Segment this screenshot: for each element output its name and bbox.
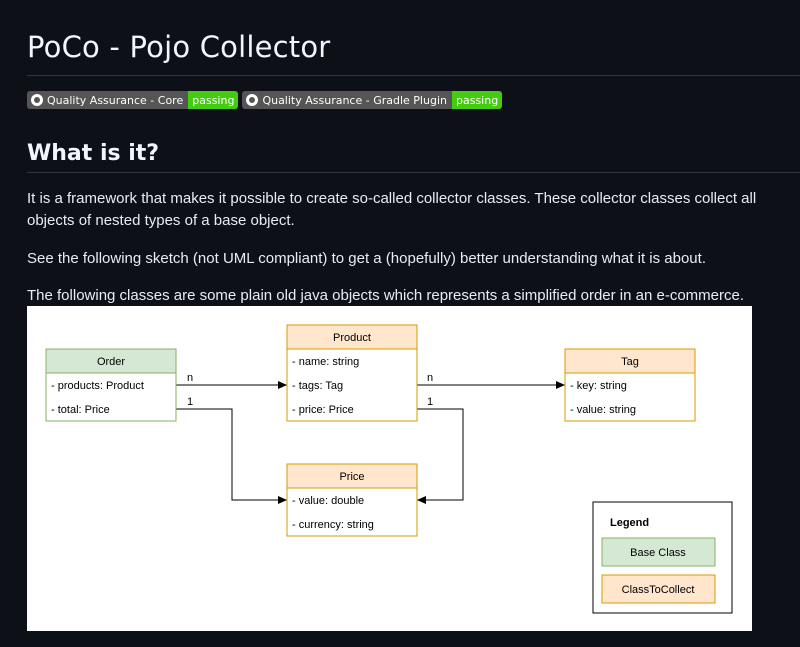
class-field: - name: string bbox=[292, 356, 359, 368]
badge-label: Quality Assurance - Gradle Plugin bbox=[262, 93, 447, 107]
legend-swatch-collect bbox=[601, 574, 716, 604]
multiplicity-product-price: 1 bbox=[427, 396, 433, 408]
class-order: Order - products: Product - total: Price bbox=[45, 348, 177, 422]
class-price: Price - value: double - currency: string bbox=[286, 463, 418, 537]
class-name: Price bbox=[339, 471, 364, 483]
page-title: PoCo - Pojo Collector bbox=[27, 30, 331, 64]
badge-label: Quality Assurance - Core bbox=[47, 93, 184, 107]
class-tag: Tag - key: string - value: string bbox=[564, 348, 696, 422]
badge-core[interactable]: Quality Assurance - Core passing bbox=[27, 91, 239, 109]
class-field: - key: string bbox=[570, 380, 627, 392]
class-field: - products: Product bbox=[51, 380, 144, 392]
class-field: - currency: string bbox=[292, 519, 374, 531]
github-icon bbox=[31, 94, 43, 106]
class-field: - total: Price bbox=[51, 404, 110, 416]
product-price-connector bbox=[417, 408, 464, 504]
multiplicity-product-tags: n bbox=[427, 372, 433, 384]
legend-swatch-base bbox=[601, 537, 716, 567]
class-name: Order bbox=[97, 356, 125, 368]
badge-status: passing bbox=[451, 91, 503, 109]
class-field: - value: string bbox=[570, 404, 636, 416]
paragraph-classes: The following classes are some plain old… bbox=[27, 287, 744, 304]
class-diagram: n 1 n 1 Order - products: Product - tota… bbox=[27, 306, 752, 631]
class-diagram-svg: n 1 n 1 Order - products: Product - tota… bbox=[45, 324, 733, 614]
class-field: - price: Price bbox=[292, 404, 354, 416]
legend-title: Legend bbox=[610, 517, 649, 529]
class-name: Tag bbox=[621, 356, 639, 368]
order-total-connector bbox=[176, 408, 287, 504]
class-name: Product bbox=[333, 332, 371, 344]
class-field: - value: double bbox=[292, 495, 364, 507]
paragraph-intro: It is a framework that makes it possible… bbox=[27, 190, 757, 229]
multiplicity-order-products: n bbox=[187, 372, 193, 384]
section-divider bbox=[27, 172, 800, 173]
title-divider bbox=[27, 75, 800, 76]
section-heading: What is it? bbox=[27, 141, 160, 166]
github-icon bbox=[246, 94, 259, 106]
legend: Legend Base Class ClassToCollect bbox=[592, 501, 733, 614]
class-field: - tags: Tag bbox=[292, 380, 343, 392]
legend-collect-label: ClassToCollect bbox=[622, 584, 695, 596]
badge-status: passing bbox=[188, 91, 239, 109]
multiplicity-order-total: 1 bbox=[187, 396, 193, 408]
badge-gradle-plugin[interactable]: Quality Assurance - Gradle Plugin passin… bbox=[242, 91, 503, 109]
paragraph-sketch: See the following sketch (not UML compli… bbox=[27, 250, 706, 267]
badge-row: Quality Assurance - Core passing Quality… bbox=[27, 91, 503, 109]
legend-base-label: Base Class bbox=[630, 547, 686, 559]
class-product: Product - name: string - tags: Tag - pri… bbox=[286, 324, 418, 422]
